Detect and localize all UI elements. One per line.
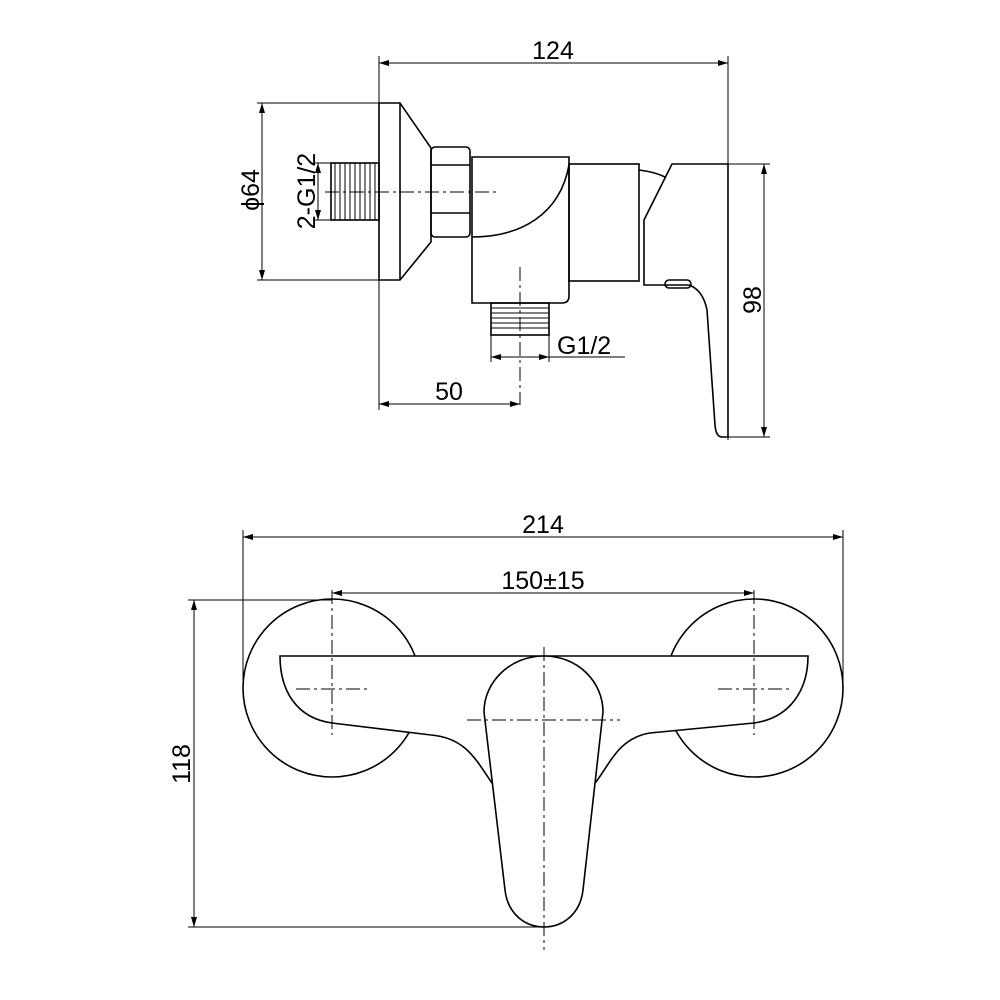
dim-124: 124 (378, 37, 729, 440)
dim-50: 50 (379, 378, 520, 407)
dim-label-118: 118 (168, 744, 196, 784)
dim-g12: G1/2 (490, 332, 625, 362)
dim-150: 150±15 (332, 567, 754, 596)
side-view: 124 ϕ64 2-G1/2 G1/2 50 (237, 37, 770, 440)
dim-214: 214 (242, 511, 844, 690)
dim-label-150: 150±15 (501, 567, 584, 595)
dim-2-g12: 2-G1/2 (293, 153, 331, 229)
dim-label-124: 124 (532, 37, 574, 65)
dim-118: 118 (168, 599, 544, 928)
dim-label-2-g12: 2-G1/2 (293, 153, 321, 229)
dim-label-98: 98 (739, 286, 767, 314)
dim-label-214: 214 (522, 511, 564, 539)
lever-handle-side (638, 163, 729, 438)
dim-label-50: 50 (435, 378, 463, 406)
dim-phi64: ϕ64 (237, 102, 379, 281)
valve-body (471, 156, 640, 304)
dim-label-g12: G1/2 (557, 332, 611, 360)
dim-label-phi64: ϕ64 (237, 169, 265, 211)
front-view: 214 150±15 118 (168, 511, 844, 950)
dim-98: 98 (728, 163, 770, 438)
